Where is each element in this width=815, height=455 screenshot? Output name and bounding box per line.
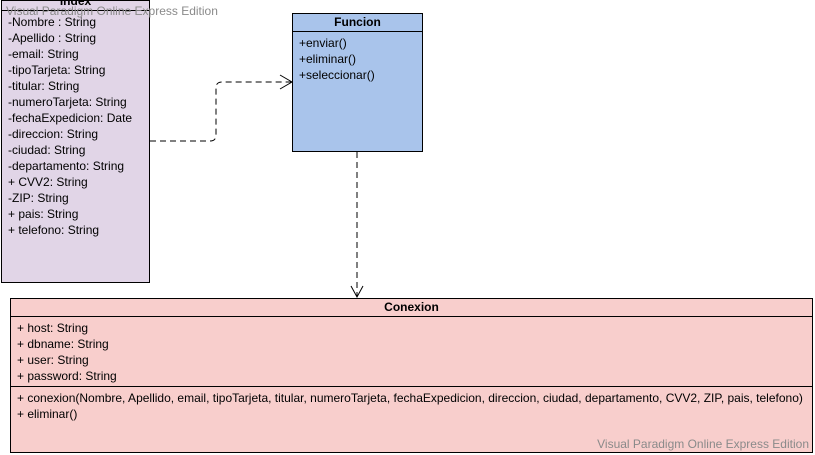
attribute: + user: String	[17, 353, 89, 367]
operation: + eliminar()	[17, 407, 78, 421]
class-name: Index	[2, 0, 149, 11]
attribute: -direccion: String	[8, 127, 99, 141]
watermark-bottom: Visual Paradigm Online Express Edition	[597, 437, 809, 451]
class-name: Funcion	[293, 14, 422, 32]
attribute: -numeroTarjeta: String	[8, 95, 127, 109]
attribute: + telefono: String	[8, 223, 100, 237]
attribute: + CVV2: String	[8, 175, 88, 189]
attribute: -email: String	[8, 47, 79, 61]
watermark-top: Visual Paradigm Online Express Edition	[6, 4, 218, 18]
attribute: -ciudad: String	[8, 143, 86, 157]
operation-list: +enviar() +eliminar() +seleccionar()	[293, 32, 422, 83]
class-conexion[interactable]: Conexion + host: String + dbname: String…	[10, 298, 813, 453]
attribute-list: + host: String + dbname: String + user: …	[11, 317, 812, 387]
attribute: -ZIP: String	[8, 191, 69, 205]
attribute: + pais: String	[8, 207, 79, 221]
attribute-list: -Nombre : String -Apellido : String -ema…	[2, 11, 149, 238]
operation: +seleccionar()	[299, 68, 375, 82]
operation: +eliminar()	[299, 52, 357, 66]
class-index[interactable]: Index -Nombre : String -Apellido : Strin…	[1, 0, 150, 283]
attribute: + host: String	[17, 321, 89, 335]
attribute: -fechaExpedicion: Date	[8, 111, 133, 125]
attribute: -Nombre : String	[8, 15, 97, 29]
attribute: -Apellido : String	[8, 31, 97, 45]
attribute: -tipoTarjeta: String	[8, 63, 106, 77]
attribute: + dbname: String	[17, 337, 109, 351]
class-name: Conexion	[11, 299, 812, 317]
operation-list: + conexion(Nombre, Apellido, email, tipo…	[11, 387, 812, 422]
operation: +enviar()	[299, 36, 347, 50]
arrowhead-conexion	[350, 285, 364, 299]
attribute: -departamento: String	[8, 159, 125, 173]
class-funcion[interactable]: Funcion +enviar() +eliminar() +seleccion…	[292, 13, 423, 152]
attribute: -titular: String	[8, 79, 80, 93]
attribute: + password: String	[17, 369, 117, 383]
dependency-index-funcion	[150, 81, 292, 142]
operation: + conexion(Nombre, Apellido, email, tipo…	[17, 391, 803, 405]
